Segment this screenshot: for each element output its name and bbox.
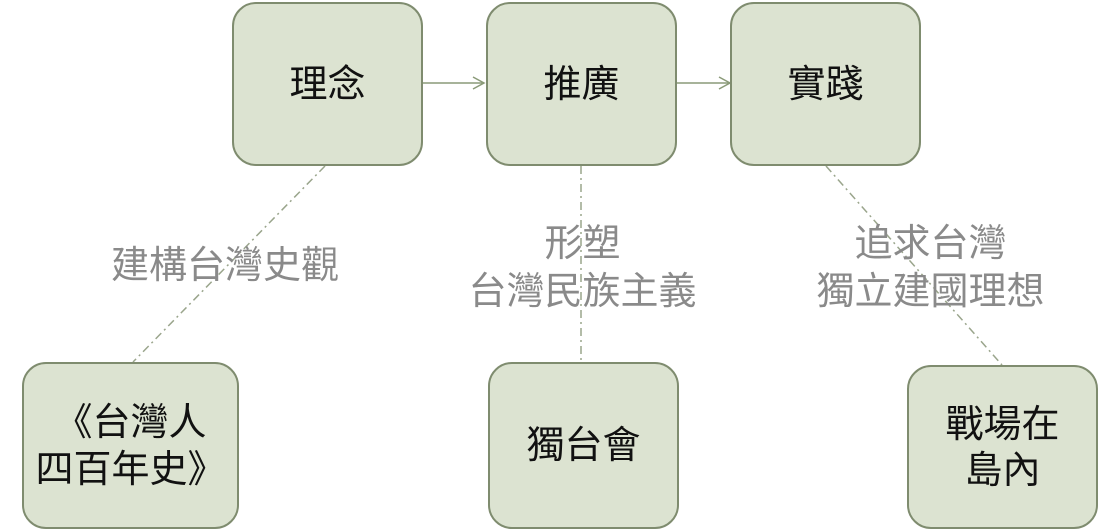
label-historical-view: 建構台灣史觀: [110, 243, 339, 287]
label-independence-ideal: 追求台灣 獨立建國理想: [816, 221, 1045, 313]
node-concept: 理念: [232, 2, 423, 166]
connector-right: [825, 165, 1003, 366]
connector-left: [132, 165, 326, 363]
label-national-identity: 形塑 台灣民族主義: [468, 221, 697, 313]
node-battlefield: 戰場在 島內: [907, 365, 1098, 529]
node-promotion: 推廣: [486, 2, 677, 166]
node-practice: 實踐: [730, 2, 921, 166]
node-book: 《台灣人 四百年史》: [22, 362, 239, 529]
node-organization: 獨台會: [488, 362, 679, 529]
